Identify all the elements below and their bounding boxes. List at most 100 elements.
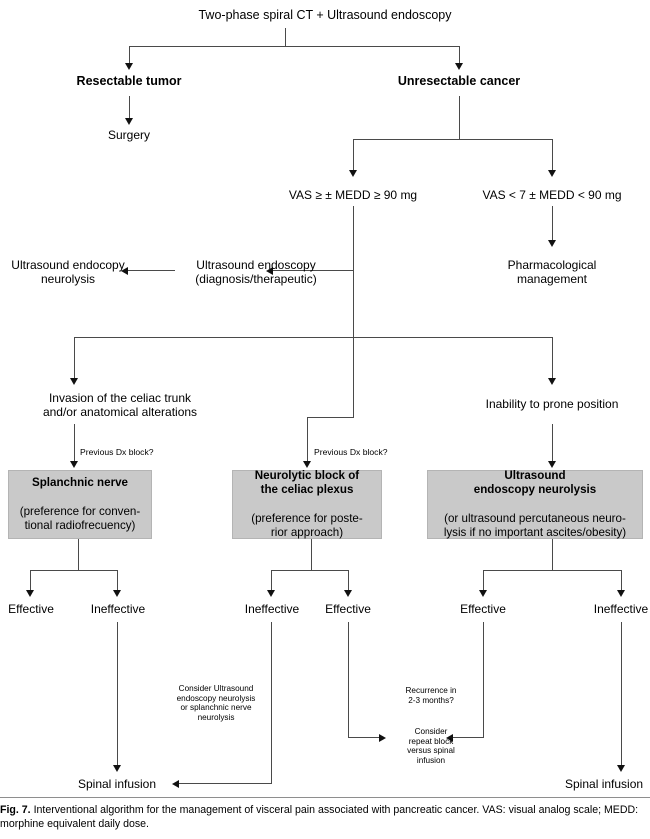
node-effective-left: Effective xyxy=(8,602,54,616)
arrowhead-vas-high xyxy=(349,170,357,177)
node-ultrasound-endocopy-neurolysis: Ultrasound endocopy neurolysis xyxy=(11,258,125,287)
figure-caption-text: Interventional algorithm for the managem… xyxy=(0,804,639,831)
arrowhead-pharmacological xyxy=(548,240,556,247)
connector-ineff-right-down xyxy=(621,622,622,767)
node-ineffective-left: Ineffective xyxy=(90,602,146,616)
connector-unresectable-stem xyxy=(459,96,460,140)
connector-center-spine-lower xyxy=(353,337,354,418)
connector-root-left-leg xyxy=(129,46,130,65)
connector-celiac-stem xyxy=(311,539,312,571)
connector-root-right-leg xyxy=(459,46,460,65)
node-resectable-tumor: Resectable tumor xyxy=(76,74,182,88)
node-surgery: Surgery xyxy=(107,128,151,142)
connector-eff-middle-right xyxy=(348,737,380,738)
box-celiac-plexus-subtitle: (preference for poste- rior approach) xyxy=(251,511,363,539)
arrowhead-us-neurolysis xyxy=(121,267,128,275)
connector-splanchnic-ineff-leg xyxy=(117,570,118,592)
box-usendo-neurolysis-subtitle: (or ultrasound percutaneous neuro- lysis… xyxy=(443,511,627,539)
connector-splanchnic-eff-leg xyxy=(30,570,31,592)
label-previous-dx-block-left: Previous Dx block? xyxy=(80,447,154,457)
node-invasion-celiac-trunk: Invasion of the celiac trunk and/or anat… xyxy=(42,391,198,420)
arrowhead-effective-m2 xyxy=(344,590,352,597)
connector-usendo-stem xyxy=(552,539,553,571)
connector-root-stem xyxy=(285,28,286,47)
connector-celiac-split xyxy=(271,570,349,571)
connector-spine-to-usendoscopy xyxy=(272,270,353,271)
caption-divider xyxy=(0,797,650,798)
node-effective-right: Effective xyxy=(460,602,506,616)
node-ineffective-right: Ineffective xyxy=(593,602,649,616)
arrowhead-splanchnic-box xyxy=(70,461,78,468)
box-celiac-plexus-title: Neurolytic block of the celiac plexus xyxy=(254,469,360,497)
arrowhead-ineffective-m1 xyxy=(267,590,275,597)
arrowhead-spinal-left-top xyxy=(113,765,121,772)
node-spinal-infusion-right: Spinal infusion xyxy=(565,777,644,791)
connector-celiac-ineff-leg xyxy=(271,570,272,592)
node-effective-middle: Effective xyxy=(325,602,371,616)
arrowhead-inability xyxy=(548,378,556,385)
node-vas-high: VAS ≥ ± MEDD ≥ 90 mg xyxy=(288,188,418,202)
node-vas-low: VAS < 7 ± MEDD < 90 mg xyxy=(482,188,622,202)
box-neurolytic-celiac-plexus[interactable]: Neurolytic block of the celiac plexus (p… xyxy=(232,469,382,539)
node-ineffective-middle: Ineffective xyxy=(244,602,300,616)
arrowhead-usendo-box xyxy=(548,461,556,468)
connector-vas-split xyxy=(353,139,553,140)
arrowhead-vas-low xyxy=(548,170,556,177)
label-consider-ultrasound-neurolysis: Consider Ultrasound endoscopy neurolysis… xyxy=(176,684,256,723)
connector-resectable-surgery xyxy=(129,96,130,120)
box-splanchnic-nerve-title: Splanchnic nerve xyxy=(31,476,128,490)
arrowhead-usendoscopy xyxy=(266,267,273,275)
arrowhead-invasion xyxy=(70,378,78,385)
arrowhead-consider-repeat-right xyxy=(446,734,453,742)
connector-usendo-eff-leg xyxy=(483,570,484,592)
connector-ineff-middle-left xyxy=(178,783,272,784)
node-spinal-infusion-left: Spinal infusion xyxy=(77,777,157,791)
node-pharmacological-management: Pharmacological management xyxy=(507,258,597,287)
arrowhead-spinal-right-top xyxy=(617,765,625,772)
connector-invasion-leg xyxy=(74,337,75,380)
connector-vas-low-stem xyxy=(552,206,553,242)
connector-celiac-eff-leg xyxy=(348,570,349,592)
connector-vas-high-leg xyxy=(353,139,354,172)
arrowhead-unresectable xyxy=(455,63,463,70)
connector-big-split xyxy=(74,337,553,338)
arrowhead-celiac-box xyxy=(303,461,311,468)
connector-vas-high-spine xyxy=(353,206,354,338)
connector-center-jog xyxy=(307,417,354,418)
box-usendo-neurolysis-title: Ultrasound endoscopy neurolysis xyxy=(473,469,597,497)
arrowhead-resectable xyxy=(125,63,133,70)
arrowhead-spinal-left-side xyxy=(172,780,179,788)
arrowhead-surgery xyxy=(125,118,133,125)
arrowhead-effective-r1 xyxy=(479,590,487,597)
node-inability-prone-position: Inability to prone position xyxy=(485,397,619,411)
label-previous-dx-block-mid: Previous Dx block? xyxy=(314,447,388,457)
connector-ineff-middle-down xyxy=(271,622,272,783)
connector-center-jog-down xyxy=(307,417,308,463)
connector-usendoscopy-to-neurolysis xyxy=(127,270,175,271)
connector-eff-right-left xyxy=(452,737,484,738)
connector-splanchnic-stem xyxy=(78,539,79,571)
box-splanchnic-nerve[interactable]: Splanchnic nerve (preference for conven-… xyxy=(8,470,152,539)
box-ultrasound-endoscopy-neurolysis[interactable]: Ultrasound endoscopy neurolysis (or ultr… xyxy=(427,469,643,539)
connector-eff-middle-down xyxy=(348,622,349,738)
arrowhead-ineffective-l2 xyxy=(113,590,121,597)
node-ultrasound-endoscopy: Ultrasound endoscopy (diagnosis/therapeu… xyxy=(195,258,317,287)
node-unresectable-cancer: Unresectable cancer xyxy=(397,74,521,88)
arrowhead-effective-l1 xyxy=(26,590,34,597)
node-root: Two-phase spiral CT + Ultrasound endosco… xyxy=(198,8,452,22)
label-recurrence: Recurrence in 2-3 months? xyxy=(405,686,457,705)
box-splanchnic-nerve-subtitle: (preference for conven- tional radiofrec… xyxy=(19,504,141,532)
connector-root-split xyxy=(129,46,459,47)
connector-ineff-left-down xyxy=(117,622,118,767)
connector-eff-right-down xyxy=(483,622,484,738)
connector-inability-leg xyxy=(552,337,553,380)
connector-splanchnic-split xyxy=(30,570,118,571)
connector-vas-low-leg xyxy=(552,139,553,172)
arrowhead-consider-repeat-left xyxy=(379,734,386,742)
connector-usendo-split xyxy=(483,570,622,571)
figure-caption: Fig. 7. Interventional algorithm for the… xyxy=(0,803,650,832)
connector-inability-to-box xyxy=(552,424,553,463)
label-consider-repeat-block: Consider repeat block versus spinal infu… xyxy=(407,727,455,766)
connector-usendo-ineff-leg xyxy=(621,570,622,592)
